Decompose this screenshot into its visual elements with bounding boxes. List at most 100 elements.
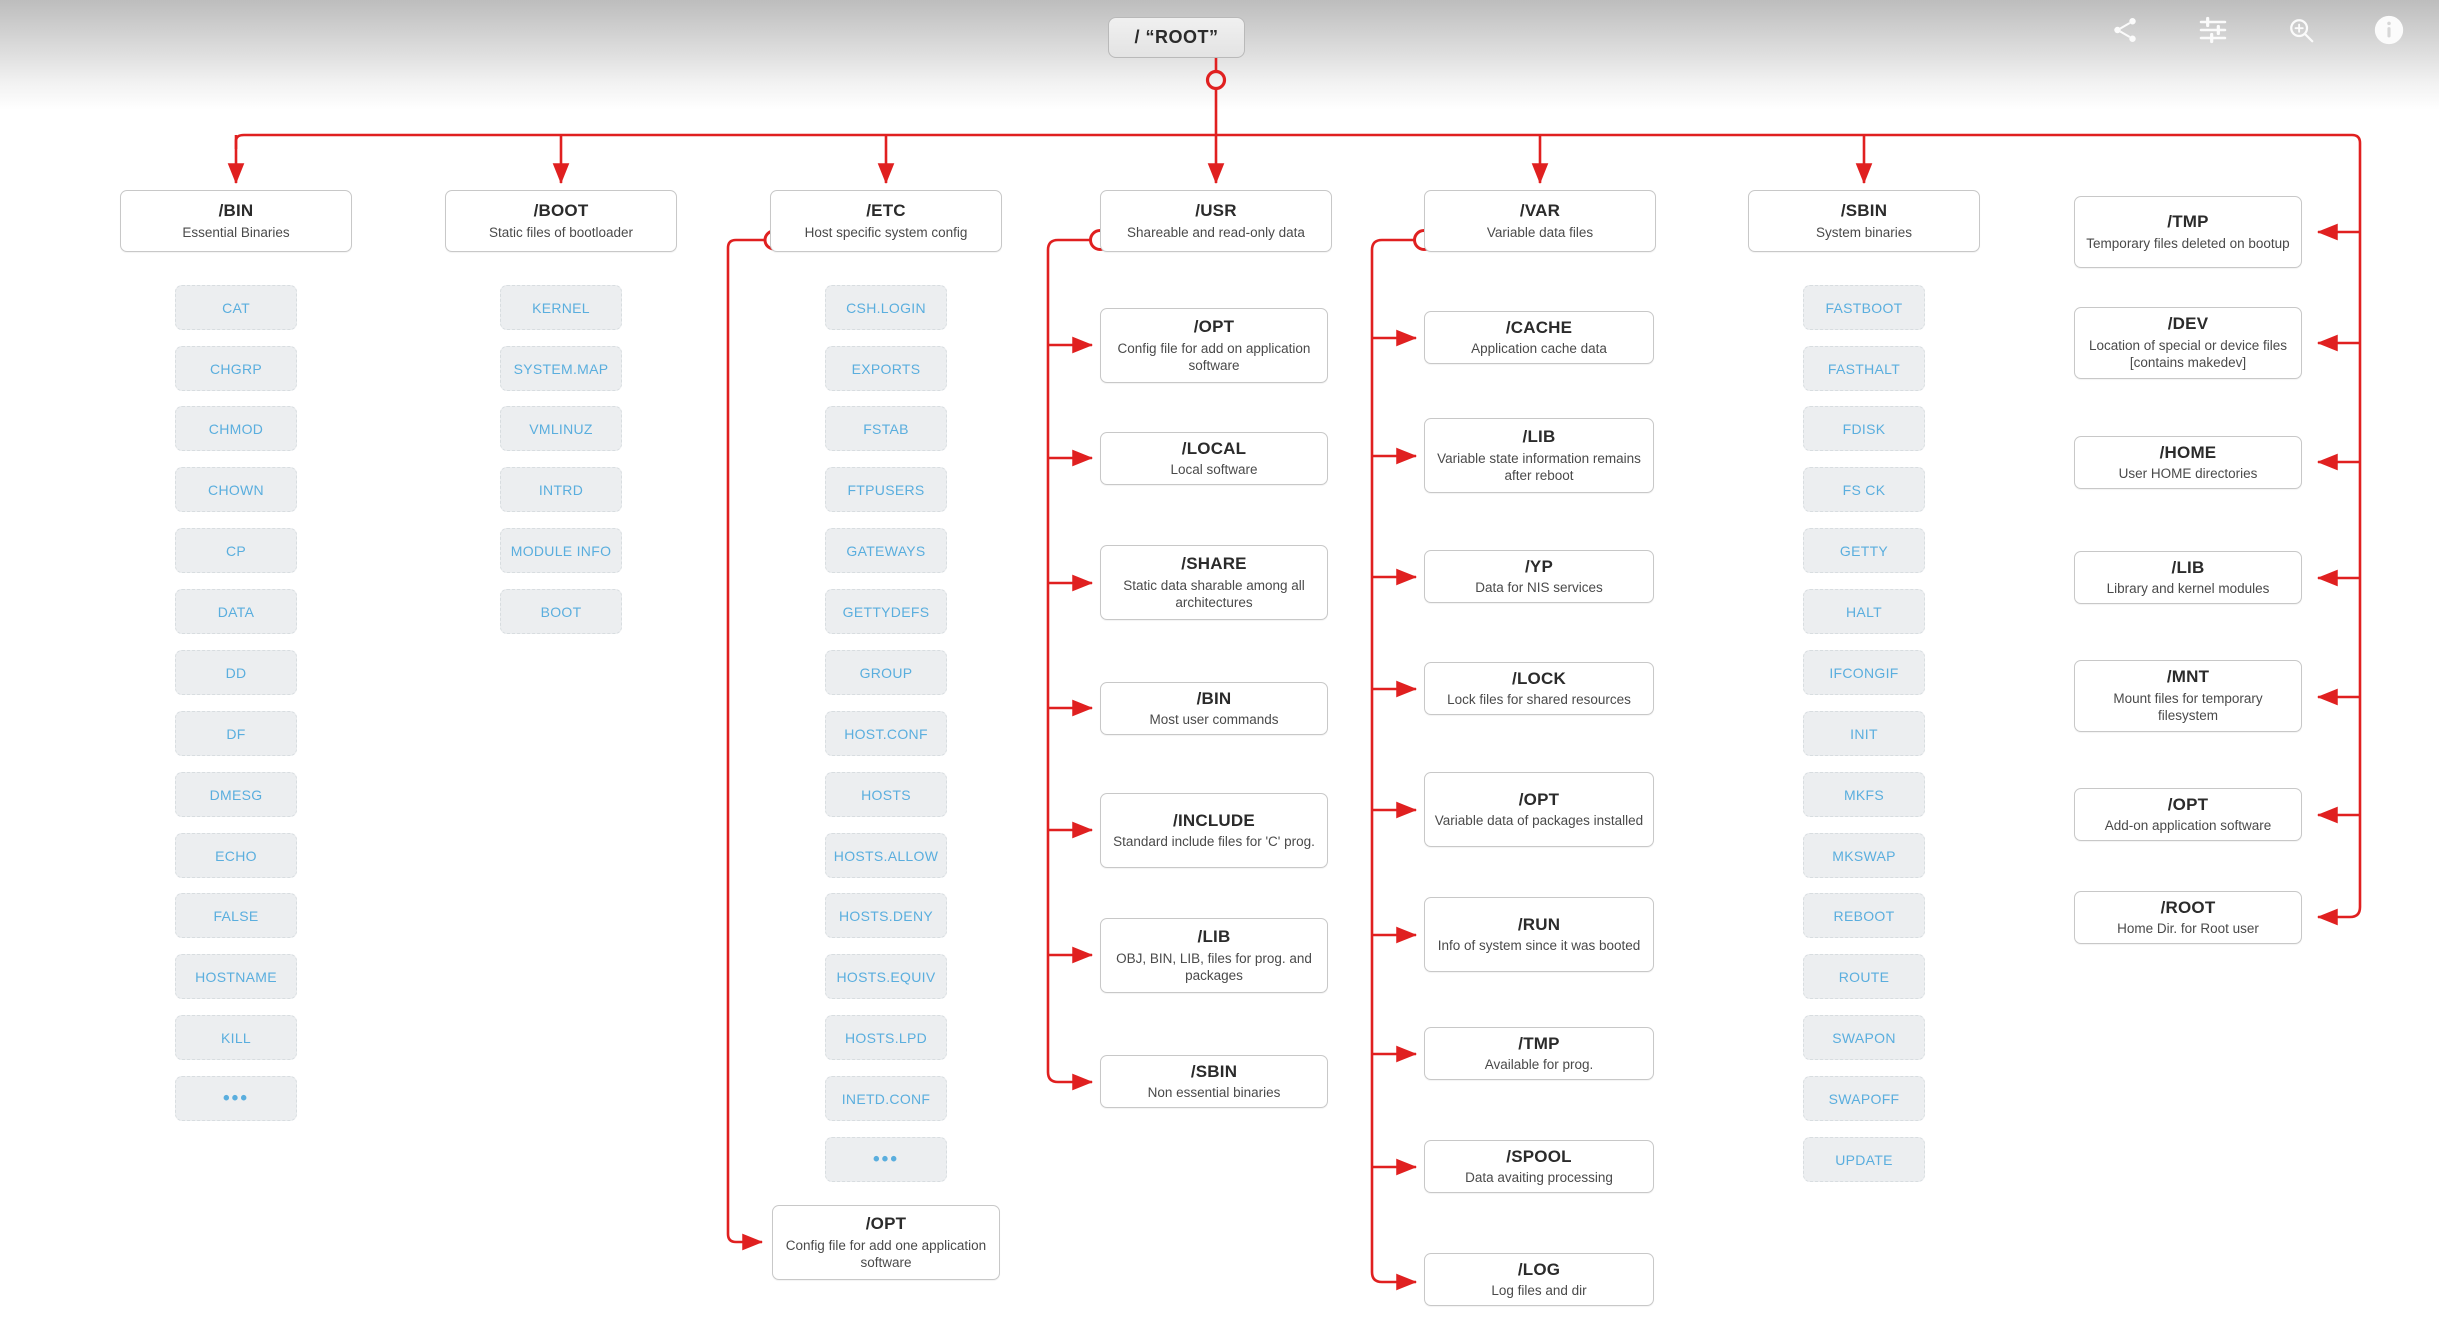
chip-sbin-9[interactable]: MKSWAP <box>1803 833 1925 878</box>
chip-bin-2[interactable]: CHMOD <box>175 406 297 451</box>
chip-bin-9[interactable]: ECHO <box>175 833 297 878</box>
chip-etc-10[interactable]: HOSTS.DENY <box>825 893 947 938</box>
chip-boot-1[interactable]: SYSTEM.MAP <box>500 346 622 391</box>
node-title: /VAR <box>1519 201 1561 221</box>
node-desc: Shareable and read-only data <box>1127 224 1305 240</box>
chip-etc-13[interactable]: INETD.CONF <box>825 1076 947 1121</box>
chip-bin-0[interactable]: CAT <box>175 285 297 330</box>
chip-boot-5[interactable]: BOOT <box>500 589 622 634</box>
var-child-lib[interactable]: /LIB Variable state information remains … <box>1424 418 1654 493</box>
chip-etc-4[interactable]: GATEWAYS <box>825 528 947 573</box>
chip-sbin-5[interactable]: HALT <box>1803 589 1925 634</box>
usr-child-bin[interactable]: /BIN Most user commands <box>1100 682 1328 735</box>
node-desc: Host specific system config <box>804 224 968 240</box>
chip-bin-12[interactable]: KILL <box>175 1015 297 1060</box>
column-header-usr[interactable]: /USR Shareable and read-only data <box>1100 190 1332 252</box>
chip-bin-11[interactable]: HOSTNAME <box>175 954 297 999</box>
chip-bin-7[interactable]: DF <box>175 711 297 756</box>
chip-bin-more[interactable]: ••• <box>175 1076 297 1121</box>
chip-sbin-8[interactable]: MKFS <box>1803 772 1925 817</box>
adjust-sliders-icon[interactable] <box>2191 8 2235 52</box>
chip-etc-8[interactable]: HOSTS <box>825 772 947 817</box>
right-node-mnt[interactable]: /MNT Mount files for temporary filesyste… <box>2074 660 2302 732</box>
node-title: /OPT <box>1193 316 1235 336</box>
column-header-sbin[interactable]: /SBIN System binaries <box>1748 190 1980 252</box>
share-icon[interactable] <box>2103 8 2147 52</box>
info-icon[interactable] <box>2367 8 2411 52</box>
var-child-lock[interactable]: /LOCK Lock files for shared resources <box>1424 662 1654 715</box>
node-desc: Config file for add one application soft… <box>785 1237 987 1270</box>
var-child-yp[interactable]: /YP Data for NIS services <box>1424 550 1654 603</box>
node-title: /DEV <box>2167 314 2209 334</box>
chip-sbin-3[interactable]: FS CK <box>1803 467 1925 512</box>
chip-sbin-6[interactable]: IFCONGIF <box>1803 650 1925 695</box>
usr-child-lib[interactable]: /LIB OBJ, BIN, LIB, files for prog. and … <box>1100 918 1328 993</box>
var-child-run[interactable]: /RUN Info of system since it was booted <box>1424 897 1654 972</box>
node-desc: Essential Binaries <box>182 224 290 240</box>
chip-etc-2[interactable]: FSTAB <box>825 406 947 451</box>
chip-etc-9[interactable]: HOSTS.ALLOW <box>825 833 947 878</box>
usr-child-opt[interactable]: /OPT Config file for add on application … <box>1100 308 1328 383</box>
chip-bin-10[interactable]: FALSE <box>175 893 297 938</box>
etc-child-opt[interactable]: /OPT Config file for add one application… <box>772 1205 1000 1280</box>
column-header-var[interactable]: /VAR Variable data files <box>1424 190 1656 252</box>
chip-sbin-7[interactable]: INIT <box>1803 711 1925 756</box>
node-title: /ETC <box>866 201 906 221</box>
node-desc: Static data sharable among all architect… <box>1123 577 1305 610</box>
chip-bin-3[interactable]: CHOWN <box>175 467 297 512</box>
usr-child-local[interactable]: /LOCAL Local software <box>1100 432 1328 485</box>
chip-etc-more[interactable]: ••• <box>825 1137 947 1182</box>
chip-sbin-12[interactable]: SWAPON <box>1803 1015 1925 1060</box>
usr-child-sbin[interactable]: /SBIN Non essential binaries <box>1100 1055 1328 1108</box>
chip-sbin-11[interactable]: ROUTE <box>1803 954 1925 999</box>
var-child-cache[interactable]: /CACHE Application cache data <box>1424 311 1654 364</box>
usr-child-include[interactable]: /INCLUDE Standard include files for 'C' … <box>1100 793 1328 868</box>
chip-boot-3[interactable]: INTRD <box>500 467 622 512</box>
chip-sbin-14[interactable]: UPDATE <box>1803 1137 1925 1182</box>
node-title: /LIB <box>1522 426 1556 446</box>
chip-sbin-10[interactable]: REBOOT <box>1803 893 1925 938</box>
right-node-home[interactable]: /HOME User HOME directories <box>2074 436 2302 489</box>
right-node-root[interactable]: /ROOT Home Dir. for Root user <box>2074 891 2302 944</box>
chip-etc-12[interactable]: HOSTS.LPD <box>825 1015 947 1060</box>
chip-etc-0[interactable]: CSH.LOGIN <box>825 285 947 330</box>
column-header-etc[interactable]: /ETC Host specific system config <box>770 190 1002 252</box>
chip-boot-2[interactable]: VMLINUZ <box>500 406 622 451</box>
chip-sbin-1[interactable]: FASTHALT <box>1803 346 1925 391</box>
zoom-in-icon[interactable] <box>2279 8 2323 52</box>
chip-bin-8[interactable]: DMESG <box>175 772 297 817</box>
toolbar <box>2103 0 2429 60</box>
right-node-tmp[interactable]: /TMP Temporary files deleted on bootup <box>2074 196 2302 268</box>
chip-sbin-4[interactable]: GETTY <box>1803 528 1925 573</box>
chip-sbin-2[interactable]: FDISK <box>1803 406 1925 451</box>
column-header-bin[interactable]: /BIN Essential Binaries <box>120 190 352 252</box>
node-title: /MNT <box>2166 667 2210 687</box>
root-node[interactable]: / “ROOT” <box>1108 17 1245 58</box>
chip-bin-4[interactable]: CP <box>175 528 297 573</box>
right-node-opt[interactable]: /OPT Add-on application software <box>2074 788 2302 841</box>
chip-boot-4[interactable]: MODULE INFO <box>500 528 622 573</box>
chip-boot-0[interactable]: KERNEL <box>500 285 622 330</box>
right-node-lib[interactable]: /LIB Library and kernel modules <box>2074 551 2302 604</box>
var-child-spool[interactable]: /SPOOL Data avaiting processing <box>1424 1140 1654 1193</box>
column-header-boot[interactable]: /BOOT Static files of bootloader <box>445 190 677 252</box>
var-child-tmp[interactable]: /TMP Available for prog. <box>1424 1027 1654 1080</box>
node-title: /ROOT <box>2160 897 2216 917</box>
chip-bin-5[interactable]: DATA <box>175 589 297 634</box>
chip-sbin-0[interactable]: FASTBOOT <box>1803 285 1925 330</box>
usr-child-share[interactable]: /SHARE Static data sharable among all ar… <box>1100 545 1328 620</box>
chip-etc-7[interactable]: HOST.CONF <box>825 711 947 756</box>
var-child-log[interactable]: /LOG Log files and dir <box>1424 1253 1654 1306</box>
chip-bin-6[interactable]: DD <box>175 650 297 695</box>
chip-etc-6[interactable]: GROUP <box>825 650 947 695</box>
chip-etc-1[interactable]: EXPORTS <box>825 346 947 391</box>
chip-etc-11[interactable]: HOSTS.EQUIV <box>825 954 947 999</box>
right-node-dev[interactable]: /DEV Location of special or device files… <box>2074 307 2302 379</box>
chip-etc-3[interactable]: FTPUSERS <box>825 467 947 512</box>
node-title: /LIB <box>2171 557 2205 577</box>
chip-bin-1[interactable]: CHGRP <box>175 346 297 391</box>
var-child-opt[interactable]: /OPT Variable data of packages installed <box>1424 772 1654 847</box>
chip-etc-5[interactable]: GETTYDEFS <box>825 589 947 634</box>
chip-sbin-13[interactable]: SWAPOFF <box>1803 1076 1925 1121</box>
node-desc: Data for NIS services <box>1475 580 1603 596</box>
